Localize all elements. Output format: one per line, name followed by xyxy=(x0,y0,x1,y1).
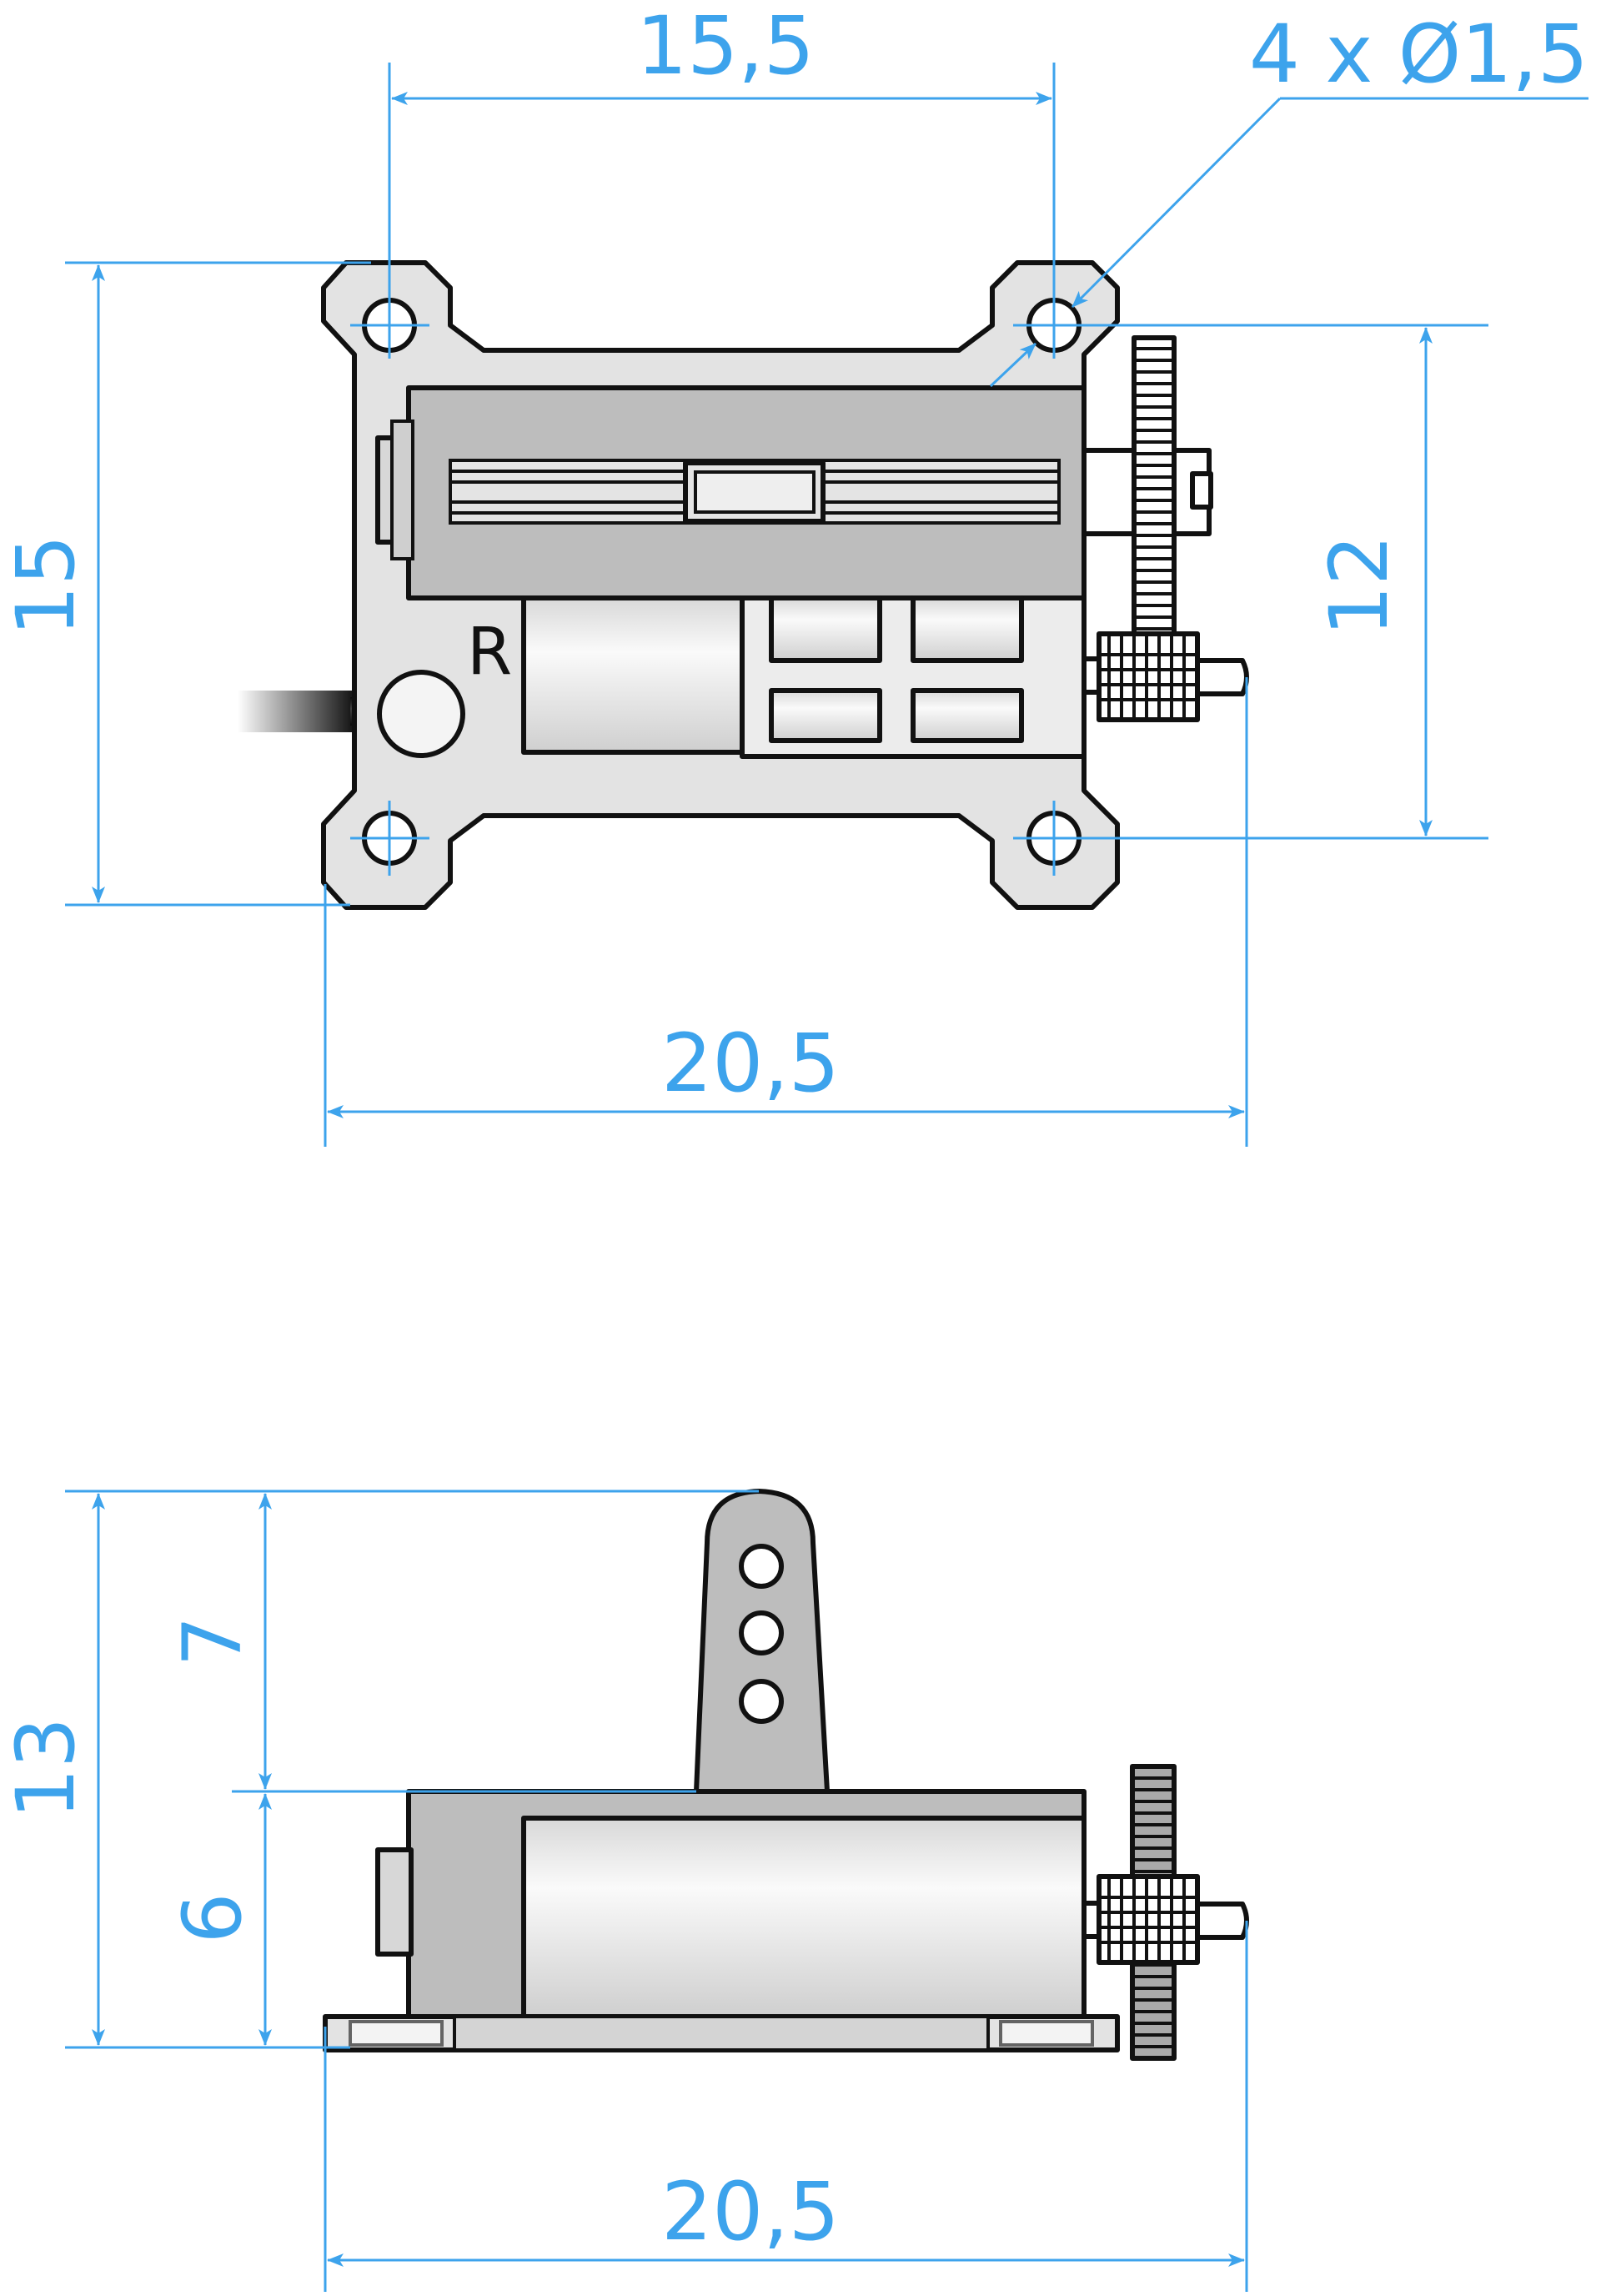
dimension-label-total-height: 13 xyxy=(0,1717,93,1819)
servo-body-side xyxy=(375,1789,1087,2019)
gearbox-housing xyxy=(375,385,1087,600)
dimension-label-hole-spacing-vertical: 12 xyxy=(1312,535,1406,636)
motor xyxy=(521,595,1087,759)
pinion-gear xyxy=(1082,631,1249,722)
servo-arm xyxy=(694,1489,830,1794)
dimension-total-width-top: 20,5 xyxy=(324,677,1248,1147)
dimension-label-hole-diameter: 4 x Ø1,5 xyxy=(1249,8,1588,101)
connector-label: R xyxy=(467,615,512,690)
dimension-label-total-width-top: 20,5 xyxy=(661,1017,840,1110)
dimension-total-height-side: 13 xyxy=(0,1490,759,2049)
dimension-label-hole-spacing-horizontal: 15,5 xyxy=(636,0,815,93)
top-view: R 15,5 xyxy=(0,0,1588,1147)
dimension-hole-diameter-callout: 4 x Ø1,5 xyxy=(989,8,1588,388)
dimension-arm-height: 7 xyxy=(166,1493,696,1793)
dimension-label-total-width-side: 20,5 xyxy=(661,2165,840,2258)
mounting-plate-side xyxy=(323,2014,1120,2052)
dimension-total-width-side: 20,5 xyxy=(324,1921,1248,2292)
dimension-plate-height: 15 xyxy=(0,261,371,907)
connector-port xyxy=(377,670,465,758)
dimension-body-height: 6 xyxy=(166,1793,272,2046)
pinion-gear-side xyxy=(1082,1874,1249,1965)
side-view: 13 7 6 20,5 xyxy=(0,1489,1249,2292)
dimension-label-plate-height: 15 xyxy=(0,535,93,636)
dimension-hole-spacing-horizontal: 15,5 xyxy=(388,0,1056,359)
output-gear xyxy=(1082,335,1213,649)
dimension-label-body-height: 6 xyxy=(166,1892,259,1943)
dimension-hole-spacing-vertical: 12 xyxy=(1013,324,1488,840)
dimension-label-arm-height: 7 xyxy=(166,1615,259,1666)
